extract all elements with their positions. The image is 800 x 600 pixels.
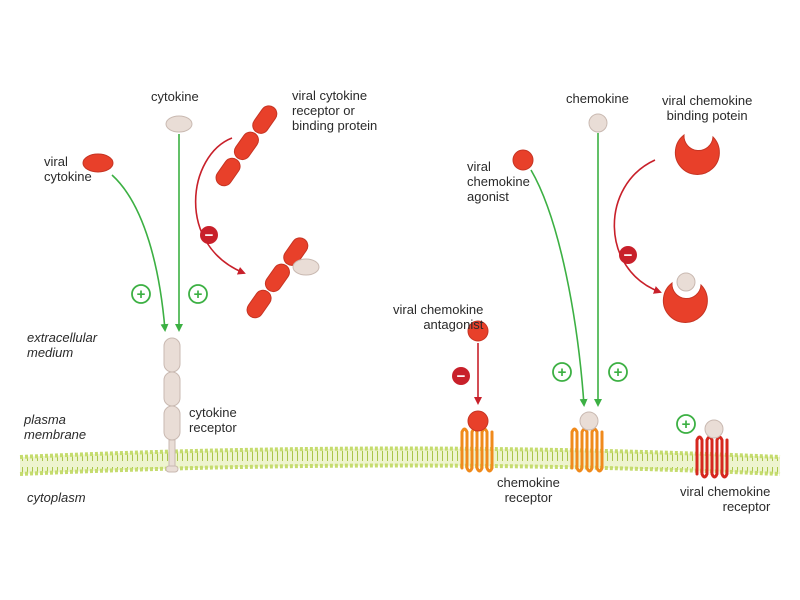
svg-text:−: − (457, 368, 466, 385)
cytokine-shape (165, 115, 193, 133)
plus-sign-viral-receptor: + (676, 414, 696, 434)
viral-chemokine-receptor-shape (695, 419, 729, 479)
cytokine-receptor-shape (163, 337, 181, 473)
chemokine-receptor-active (570, 411, 604, 473)
minus-sign-antagonist: − (452, 367, 470, 385)
label-viral-cytokine-receptor: viral cytokine receptor or binding prote… (292, 88, 378, 133)
label-viral-chemokine-binding-protein: viral chemokine binding potein (662, 93, 753, 123)
viral-chemokine-agonist-shape (512, 149, 534, 171)
plus-sign-chemokine: + (608, 362, 628, 382)
plasma-membrane (19, 446, 781, 476)
label-plasma-membrane: plasma membrane (24, 412, 87, 442)
chemokine-receptor-antagonist-site (460, 410, 494, 473)
label-cytoplasm: cytoplasm (27, 490, 86, 505)
viral-cytokine-receptor-shape (215, 105, 278, 187)
svg-text:+: + (137, 286, 146, 303)
label-extracellular-medium: extracellular medium (27, 330, 98, 360)
arrow-binding-protein-sequestration (613, 159, 662, 294)
label-viral-cytokine: viral cytokine (44, 154, 92, 184)
label-cytokine: cytokine (151, 89, 199, 104)
label-viral-chemokine-agonist: viral chemokine agonist (467, 159, 530, 204)
arrow-agonist-to-receptor (530, 169, 588, 407)
svg-text:−: − (624, 247, 633, 264)
svg-text:+: + (614, 364, 623, 381)
viral-receptor-bound-complex (246, 237, 320, 319)
label-chemokine: chemokine (566, 91, 629, 106)
plus-sign-cytokine: + (188, 284, 208, 304)
plus-sign-agonist: + (552, 362, 572, 382)
label-viral-chemokine-antagonist: viral chemokine antagonist (393, 302, 484, 332)
label-chemokine-receptor: chemokine receptor (497, 475, 560, 505)
arrow-viral-cytokine-to-receptor (111, 174, 169, 332)
label-cytokine-receptor: cytokine receptor (189, 405, 237, 435)
chemokine-shape (588, 113, 608, 133)
svg-text:+: + (194, 286, 203, 303)
arrow-viral-receptor-sequestration (194, 137, 246, 275)
plus-sign-viral-cytokine: + (131, 284, 151, 304)
viral-chemokine-binding-protein-shape (674, 133, 720, 175)
label-viral-chemokine-receptor: viral chemokine receptor (680, 484, 771, 514)
svg-text:−: − (205, 227, 214, 244)
minus-sign-binding-protein: − (619, 246, 637, 264)
viral-cytokine-shape (82, 153, 114, 173)
svg-text:+: + (682, 416, 691, 433)
svg-text:+: + (558, 364, 567, 381)
minus-sign-viral-receptor: − (200, 226, 218, 244)
binding-protein-bound-complex (662, 272, 708, 323)
viral-chemokine-antagonist-shape (467, 320, 489, 342)
